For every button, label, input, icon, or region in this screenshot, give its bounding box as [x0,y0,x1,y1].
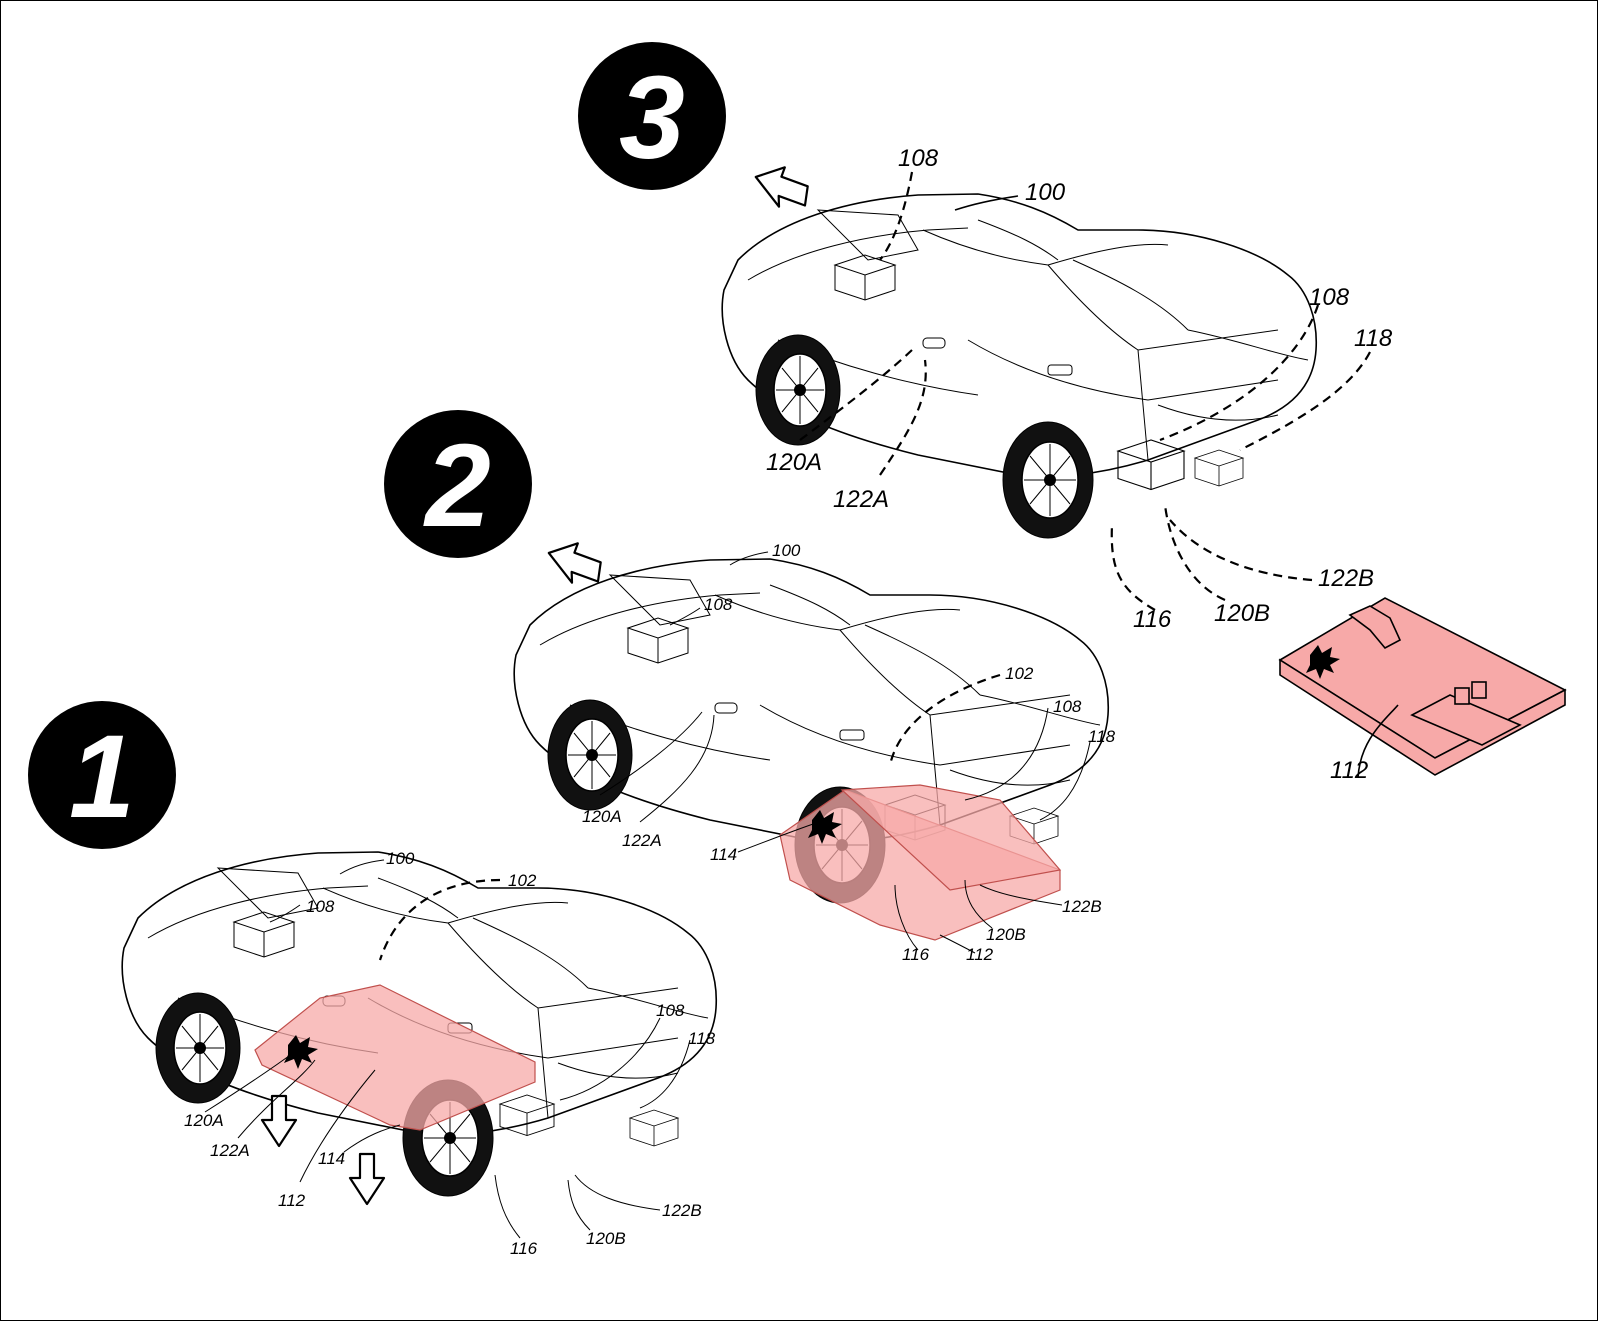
stage-2-labels: 100 108 102 108 118 120A 122A 114 122B 1… [582,541,1116,964]
svg-text:116: 116 [510,1239,538,1258]
svg-text:120A: 120A [766,449,822,476]
step-badge-3: 3 [578,42,726,190]
stage-3-vehicle [721,166,1318,539]
step-badge-1: 1 [28,701,176,849]
svg-text:120B: 120B [586,1229,626,1248]
svg-text:122A: 122A [622,831,662,850]
stage-2-leaders [599,551,1091,954]
svg-text:122B: 122B [662,1201,702,1220]
svg-text:100: 100 [772,541,801,560]
svg-text:112: 112 [1330,757,1368,784]
svg-text:108: 108 [898,145,939,172]
svg-text:100: 100 [386,849,415,868]
svg-text:102: 102 [1005,664,1034,683]
down-arrow-icon [260,1094,298,1148]
stage-1-labels: 100 102 108 108 118 120A 122A 112 114 12… [184,849,716,1258]
svg-text:2: 2 [423,420,491,552]
svg-text:114: 114 [710,845,737,864]
svg-text:3: 3 [619,52,685,184]
down-arrow-icon [348,1152,386,1206]
svg-text:102: 102 [508,871,537,890]
svg-text:114: 114 [318,1149,345,1168]
svg-text:120A: 120A [582,807,622,826]
svg-text:118: 118 [688,1029,716,1048]
svg-text:122A: 122A [210,1141,250,1160]
svg-text:120A: 120A [184,1111,224,1130]
forward-arrow-icon [547,542,602,584]
stage-1-vehicle [121,851,718,1206]
svg-text:122A: 122A [833,486,889,513]
stage-2-vehicle [513,542,1110,941]
svg-text:112: 112 [278,1191,306,1210]
svg-text:108: 108 [1309,284,1350,311]
stage-1-leaders [204,859,691,1239]
stage-3-leaders [799,171,1371,611]
forward-arrow-icon [754,166,809,208]
svg-text:118: 118 [1354,325,1393,352]
svg-text:1: 1 [69,711,135,843]
svg-text:120B: 120B [1214,600,1270,627]
svg-text:112: 112 [966,945,994,964]
svg-text:122B: 122B [1062,897,1102,916]
svg-text:118: 118 [1088,727,1116,746]
svg-text:108: 108 [306,897,335,916]
battery-pack-installed [254,984,536,1131]
svg-text:100: 100 [1025,179,1066,206]
svg-text:116: 116 [902,945,930,964]
svg-text:120B: 120B [986,925,1026,944]
stage-3-battery-pack: 112 [1278,597,1567,784]
svg-text:108: 108 [704,595,733,614]
stage-3-labels: 108 100 108 118 120A 122A 122B 120B 116 [766,145,1393,633]
svg-text:122B: 122B [1318,565,1374,592]
svg-text:108: 108 [1053,697,1082,716]
svg-text:116: 116 [1133,606,1172,633]
svg-text:108: 108 [656,1001,685,1020]
step-badge-2: 2 [384,410,532,558]
